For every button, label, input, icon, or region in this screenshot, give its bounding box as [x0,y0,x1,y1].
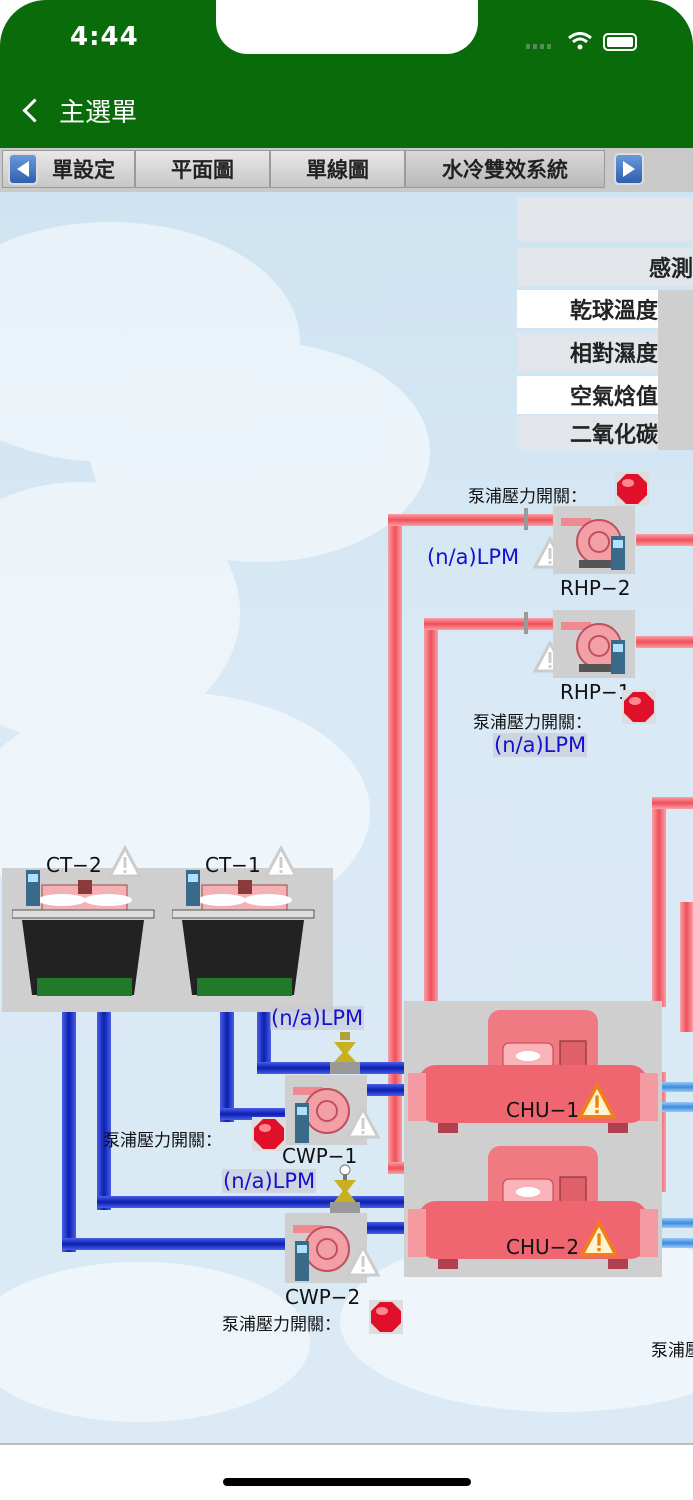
home-indicator[interactable] [223,1478,471,1486]
pump-switch-label: 泵浦壓力開關： [222,1315,341,1335]
equipment-label-chu1: CHU−1 [506,1098,580,1122]
equipment-label-chu2: CHU−2 [506,1235,580,1259]
tab-scroll-left-icon [17,161,29,177]
warning-triangle-icon[interactable] [578,1082,616,1120]
sensor-label: 空氣焓值 [569,385,658,410]
status-icons [526,32,637,51]
pump-switch-label: 泵浦壓力開關： [103,1131,222,1151]
pump-rhp1[interactable] [553,610,635,678]
pump-switch-label: 泵浦壓力開關： [473,713,592,733]
alarm-stop-icon[interactable] [369,1300,403,1334]
alarm-stop-icon[interactable] [615,472,649,506]
tab-scroll-right-button[interactable] [614,153,644,185]
pump-switch-label-clipped: 泵浦壓力開關： [651,1334,693,1360]
alarm-stop-icon[interactable] [252,1117,286,1151]
flow-readout: (n/a)LPM [222,1169,317,1193]
equipment-label-cwp1: CWP−1 [282,1144,358,1168]
back-button[interactable]: 主選單 [20,92,137,129]
tab-scroll-right-icon [623,161,635,177]
tab-water-cooled-system[interactable]: 水冷雙效系統 [405,150,605,188]
status-time: 4:44 [70,22,139,52]
equipment-label-ct2: CT−2 [46,853,102,877]
pump-icon [293,1087,350,1143]
tab-label: 平面圖 [171,158,234,182]
pump-switch-label: 泵浦壓力開關： [468,487,587,507]
sensor-table-header: 感測 [517,248,693,286]
warning-triangle-icon[interactable] [580,1220,618,1258]
tab-scroll-left-button[interactable] [8,153,38,185]
equipment-label-rhp2: RHP−2 [560,576,631,600]
pump-cwp1[interactable] [285,1075,367,1145]
sensor-table-top [517,197,693,241]
pump-icon [293,1225,350,1281]
flow-readout: (n/a)LPM [270,1006,365,1030]
tab-single-line[interactable]: 單線圖 [270,150,405,188]
chiller-icon[interactable] [408,1005,660,1135]
tab-floor-plan[interactable]: 平面圖 [135,150,270,188]
flow-readout: (n/a)LPM [427,545,520,569]
tab-label: 水冷雙效系統 [442,158,568,182]
equipment-label-rhp1: RHP−1 [560,680,631,704]
sensor-label: 乾球溫度 [569,299,658,324]
warning-triangle-icon[interactable] [264,845,298,879]
alarm-stop-icon[interactable] [622,690,656,724]
valve-icon [330,1164,360,1214]
tab-label: 單線圖 [306,158,369,182]
back-label: 主選單 [59,98,138,128]
valve-icon [330,1032,360,1074]
sensor-label: 相對濕度 [569,342,658,367]
cooling-tower-icon[interactable] [12,870,157,1010]
pump-rhp2[interactable] [553,506,635,574]
cooling-tower-icon[interactable] [172,870,317,1010]
tab-label: 單設定 [52,158,115,182]
sensor-value-column [658,290,693,450]
warning-triangle-icon[interactable] [108,845,142,879]
pump-icon [561,622,625,674]
tab-settings[interactable]: 單設定 [2,150,135,188]
equipment-label-cwp2: CWP−2 [285,1285,361,1309]
warning-triangle-icon[interactable] [346,1244,380,1278]
sensor-label: 二氧化碳 [569,423,658,448]
device-notch [216,0,478,54]
back-chevron-icon [22,98,47,123]
pump-switch-label: 泵浦壓力開關： [651,1341,693,1360]
pump-icon [561,518,625,570]
flow-readout: (n/a)LPM [493,733,588,757]
sensor-header-label: 感測 [648,257,693,282]
warning-triangle-icon[interactable] [346,1106,380,1140]
equipment-label-ct1: CT−1 [205,853,261,877]
bottom-divider [0,1443,693,1445]
